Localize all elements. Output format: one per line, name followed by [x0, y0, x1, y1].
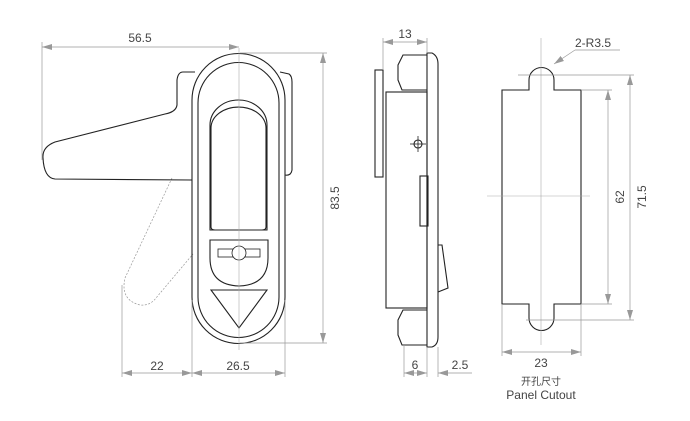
boss-top [397, 54, 427, 91]
dim-6: 6 [412, 358, 419, 372]
front-dimensions: 56.5 83.5 22 26.5 [41, 31, 342, 377]
handle-rim [209, 99, 268, 231]
panel-cutout [487, 38, 590, 345]
slot [419, 175, 429, 227]
radius-note: 2-R3.5 [575, 36, 611, 50]
dim-13: 13 [398, 27, 412, 41]
dim-62: 62 [613, 190, 627, 204]
lever-tab-right [279, 71, 293, 176]
housing-inner [197, 61, 280, 339]
trigger [437, 244, 449, 293]
crosshair-icon [410, 136, 426, 152]
dim-71-5: 71.5 [635, 185, 649, 209]
cutout-title-cn: 开孔尺寸 [521, 375, 561, 388]
cutout-title-en: Panel Cutout [506, 388, 576, 402]
side-view [374, 52, 449, 348]
housing-outer [191, 52, 286, 345]
face-plate [426, 52, 439, 348]
handle [210, 106, 267, 231]
lever [42, 71, 195, 181]
boss-bottom [397, 309, 427, 346]
body [385, 91, 428, 309]
cutout-outline [501, 66, 582, 332]
side-dimensions: 13 6 2.5 [382, 27, 472, 377]
lever-swing-ghost [123, 177, 194, 306]
cam-plate [374, 69, 384, 178]
dim-22: 22 [150, 359, 164, 373]
dim-56-5: 56.5 [128, 31, 152, 45]
dim-26-5: 26.5 [226, 359, 250, 373]
front-view [42, 48, 293, 350]
dim-23: 23 [534, 356, 548, 370]
dim-83-5: 83.5 [328, 186, 342, 210]
cutout-dimensions: 62 71.5 2-R3.5 23 开孔尺寸 Panel Cutout [501, 36, 649, 402]
dim-2-5: 2.5 [452, 358, 469, 372]
